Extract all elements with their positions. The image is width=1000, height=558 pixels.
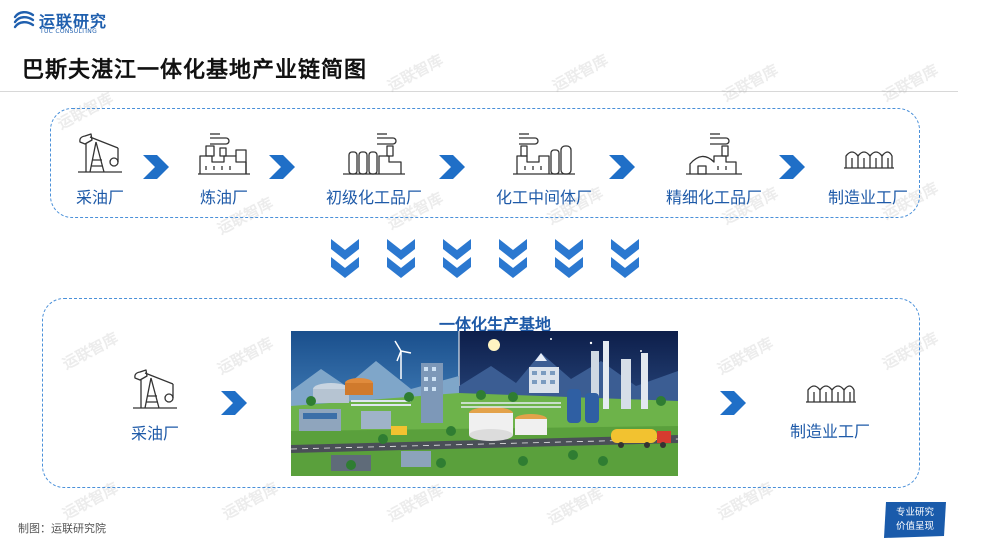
top-chain-container — [50, 108, 920, 218]
brand-name-en: TUC CONSULTING — [40, 28, 98, 35]
flow-arrow-icon — [439, 155, 465, 179]
flow-arrow-icon — [779, 155, 805, 179]
stage-primary-chemical: 初级化工品厂 — [312, 132, 436, 208]
manufacturing-factory-icon — [844, 151, 894, 169]
stage-label: 化工中间体厂 — [495, 188, 592, 207]
flow-arrow-icon — [609, 155, 635, 179]
watermark: 运联智库 — [719, 60, 781, 105]
stage-label: 采油厂 — [130, 424, 179, 443]
page-title: 巴斯夫湛江一体化基地产业链简图 — [22, 58, 368, 83]
stage-fine-chemical: 精细化工品厂 — [652, 132, 776, 208]
badge-shape-icon — [884, 502, 946, 538]
refinery-icon — [198, 133, 250, 175]
stage-oil-field: 采油厂 — [65, 132, 135, 208]
double-chevron-down-icon — [331, 239, 359, 278]
oil-pump-jack-icon — [78, 133, 122, 173]
flow-arrow-icon — [720, 391, 746, 415]
stage-label: 制造业工厂 — [827, 188, 908, 207]
watermark: 运联智库 — [544, 483, 606, 528]
brand-badge: 专业研究 价值呈现 — [880, 500, 950, 540]
badge-line2: 价值呈现 — [895, 521, 934, 532]
badge-line1: 专业研究 — [895, 507, 934, 518]
stage-label: 制造业工厂 — [789, 422, 870, 441]
integrated-base-illustration — [291, 331, 678, 476]
brand-name: 运联研究 — [39, 12, 108, 31]
double-chevron-down-icon — [611, 239, 639, 278]
watermark: 运联智库 — [879, 60, 941, 105]
flow-arrow-icon — [221, 391, 247, 415]
stage-label: 初级化工品厂 — [325, 188, 422, 207]
stage-refinery: 炼油厂 — [182, 132, 266, 208]
industrial-complex-illustration — [291, 331, 678, 476]
stage-oil-field-bottom: 采油厂 — [115, 368, 195, 444]
brand-logo: 运联研究 TUC CONSULTING — [13, 7, 113, 37]
stage-label: 精细化工品厂 — [665, 188, 762, 207]
flow-arrow-icon — [269, 155, 295, 179]
primary-chemical-plant-icon — [343, 133, 405, 175]
stage-manufacturing-bottom: 制造业工厂 — [780, 372, 880, 442]
double-chevron-down-icon — [555, 239, 583, 278]
integrated-base-title: 一体化生产基地 — [438, 315, 551, 334]
stage-manufacturing: 制造业工厂 — [818, 132, 918, 208]
oil-pump-jack-icon — [133, 369, 177, 409]
stage-label: 采油厂 — [75, 188, 124, 207]
fine-chemical-plant-icon — [686, 133, 742, 175]
stage-label: 炼油厂 — [199, 188, 248, 207]
integrated-base-container — [42, 298, 920, 488]
title-divider — [0, 91, 958, 92]
footer-credit: 制图：运联研究院 — [18, 522, 106, 535]
watermark: 运联智库 — [384, 50, 446, 95]
brand-mark-icon — [13, 11, 35, 29]
double-chevron-down-icon — [387, 239, 415, 278]
double-chevron-down-icon — [499, 239, 527, 278]
watermark: 运联智库 — [549, 50, 611, 95]
flow-arrow-icon — [143, 155, 169, 179]
chemical-intermediate-plant-icon — [513, 133, 575, 175]
manufacturing-factory-icon — [806, 385, 856, 403]
double-chevron-down-icon — [443, 239, 471, 278]
stage-chemical-intermediate: 化工中间体厂 — [482, 132, 606, 208]
consolidation-chevrons — [330, 236, 650, 282]
